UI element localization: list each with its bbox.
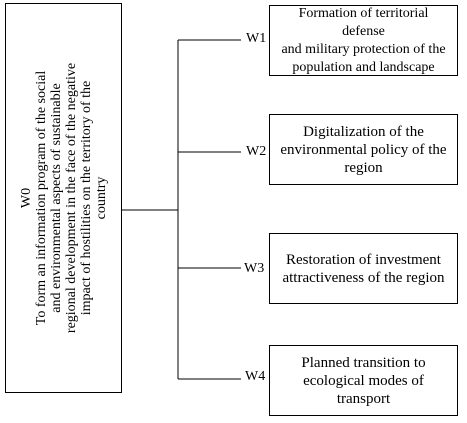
branch-line: environmental policy of the	[280, 141, 447, 158]
branch-line: Planned transition to	[301, 354, 426, 371]
branch-box-w2: Digitalization of the environmental poli…	[269, 114, 458, 185]
branch-line: region	[344, 159, 383, 176]
branch-label-w3: W3	[244, 261, 265, 276]
branch-line: Formation of territorial defense	[298, 5, 429, 39]
branch-label-w4: W4	[245, 369, 266, 384]
root-line: impact of hostilities on the territory o…	[78, 80, 94, 316]
root-line: country	[93, 176, 109, 220]
branch-label-w2: W2	[246, 144, 267, 159]
root-line: regional development in the face of the …	[63, 62, 79, 334]
branch-text-w4: Planned transition to ecological modes o…	[276, 354, 451, 408]
root-line: To form an information program of the so…	[33, 70, 49, 326]
branch-line: ecological modes of transport	[303, 372, 424, 407]
branch-line: population and landscape	[292, 59, 435, 75]
branch-line: Digitalization of the	[303, 123, 424, 140]
branch-text-w1: Formation of territorial defense and mil…	[276, 5, 451, 77]
branch-line: and military protection of the	[281, 41, 446, 57]
branch-label-w1: W1	[246, 31, 267, 46]
root-goal-text: W0 To form an information program of the…	[19, 13, 109, 383]
branch-box-w1: Formation of territorial defense and mil…	[269, 5, 458, 76]
branch-box-w3: Restoration of investment attractiveness…	[269, 233, 458, 304]
branch-line: Restoration of investment	[286, 251, 441, 268]
root-line: and environmental aspects of sustainable	[48, 83, 64, 313]
branch-line: attractiveness of the region	[282, 269, 445, 286]
branch-box-w4: Planned transition to ecological modes o…	[269, 345, 458, 416]
branch-text-w2: Digitalization of the environmental poli…	[280, 123, 446, 177]
root-goal-box: W0 To form an information program of the…	[5, 3, 122, 393]
root-id: W0	[18, 187, 34, 209]
branch-text-w3: Restoration of investment attractiveness…	[282, 251, 444, 287]
